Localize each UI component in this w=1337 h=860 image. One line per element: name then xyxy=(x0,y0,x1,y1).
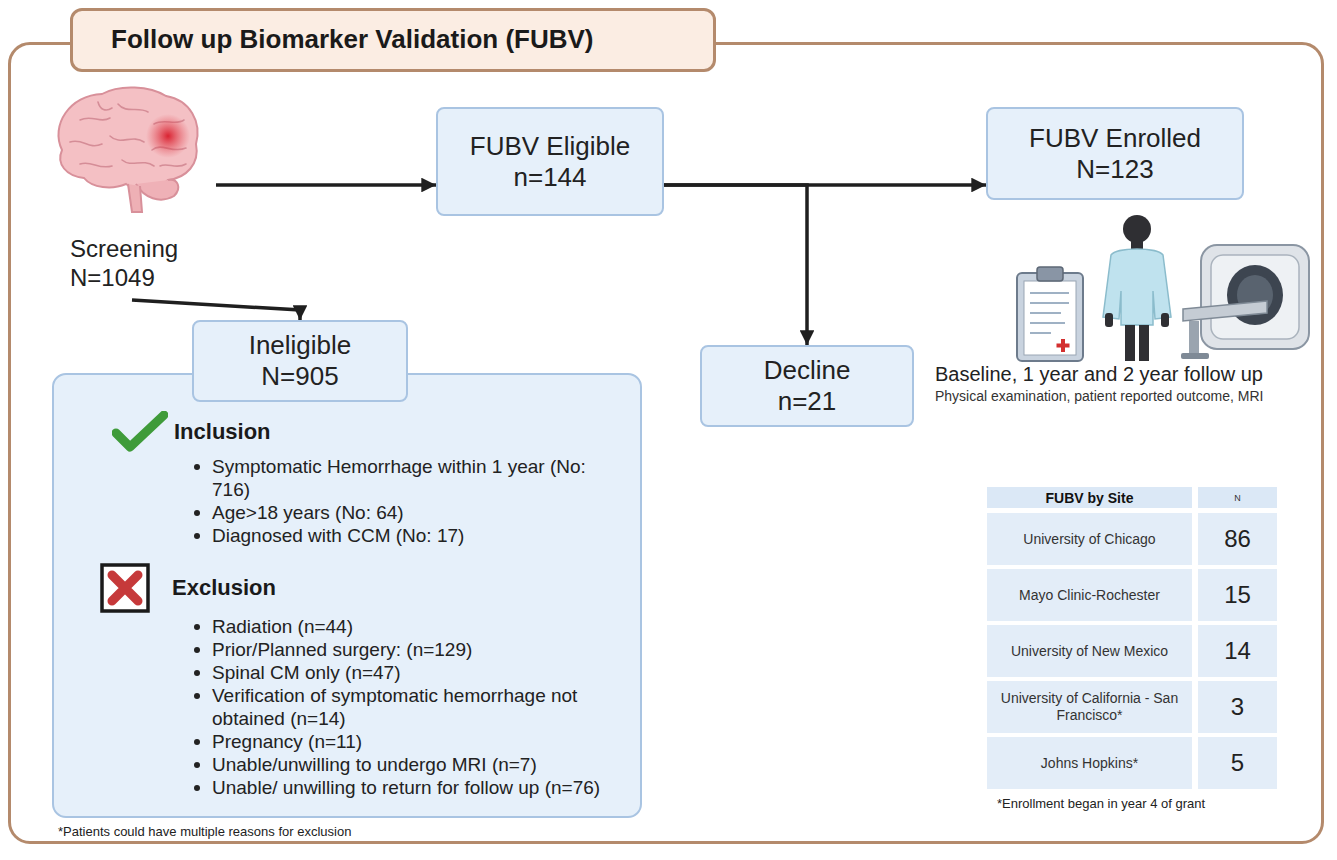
criteria-list: Radiation (n=44)Prior/Planned surgery: (… xyxy=(186,615,620,799)
site-name-cell: University of New Mexico xyxy=(987,625,1192,677)
criteria-item: Prior/Planned surgery: (n=129) xyxy=(186,638,620,661)
criteria-text: Spinal CM only (n=47) xyxy=(212,662,401,683)
criteria-text: Unable/unwilling to undergo MRI (n=7) xyxy=(212,754,537,775)
bullet xyxy=(194,464,200,470)
bullet xyxy=(194,739,200,745)
check-icon xyxy=(112,411,168,453)
count-cell: 86 xyxy=(1198,513,1277,565)
site-name-cell: University of Chicago xyxy=(987,513,1192,565)
criteria-item: Verification of symptomatic hemorrhage n… xyxy=(186,684,620,730)
site-name-cell: University of California - San Francisco… xyxy=(987,681,1192,733)
criteria-text: Pregnancy (n=11) xyxy=(212,731,362,752)
section-heading: Inclusion xyxy=(174,419,271,445)
criteria-item: Spinal CM only (n=47) xyxy=(186,661,620,684)
criteria-item: Unable/ unwilling to return for follow u… xyxy=(186,776,620,799)
bullet xyxy=(194,670,200,676)
table-header: N xyxy=(1198,487,1277,508)
process-box: Decline n=21 xyxy=(700,345,914,427)
criteria-text: Verification of symptomatic hemorrhage n… xyxy=(212,685,577,729)
illustration-caption: Physical examination, patient reported o… xyxy=(935,388,1263,404)
count-cell: 14 xyxy=(1198,625,1277,677)
criteria-item: Symptomatic Hemorrhage within 1 year (No… xyxy=(186,455,620,501)
footnote: *Enrollment began in year 4 of grant xyxy=(997,796,1205,811)
footnote: *Patients could have multiple reasons fo… xyxy=(58,824,351,839)
criteria-text: Radiation (n=44) xyxy=(212,616,353,637)
criteria-text: Unable/ unwilling to return for follow u… xyxy=(212,777,600,798)
table-header: FUBV by Site xyxy=(987,487,1192,508)
brain-illustration xyxy=(40,80,210,220)
node-label: Decline n=21 xyxy=(737,355,877,417)
illustration-caption: Baseline, 1 year and 2 year follow up xyxy=(935,363,1263,386)
process-box: FUBV Enrolled N=123 xyxy=(986,107,1244,200)
process-box: FUBV Eligible n=144 xyxy=(436,107,664,216)
flow-arrow xyxy=(216,183,436,187)
count-cell: 3 xyxy=(1198,681,1277,733)
site-name-cell: Mayo Clinic-Rochester xyxy=(987,569,1192,621)
section-heading-row: Exclusion xyxy=(54,563,620,613)
bullet xyxy=(194,693,200,699)
bullet xyxy=(194,762,200,768)
flow-arrow xyxy=(664,185,807,345)
criteria-text: Age>18 years (No: 64) xyxy=(212,502,404,523)
criteria-text: Prior/Planned surgery: (n=129) xyxy=(212,639,472,660)
criteria-item: Radiation (n=44) xyxy=(186,615,620,638)
count-cell: 15 xyxy=(1198,569,1277,621)
bullet xyxy=(194,533,200,539)
bullet xyxy=(194,785,200,791)
count-cell: 5 xyxy=(1198,737,1277,789)
title-tab: Follow up Biomarker Validation (FUBV) xyxy=(70,8,716,72)
node-label: Screening N=1049 xyxy=(70,234,196,292)
criteria-item: Age>18 years (No: 64) xyxy=(186,501,620,524)
bullet xyxy=(194,624,200,630)
node-label: Ineligible N=905 xyxy=(230,330,370,392)
criteria-list: Symptomatic Hemorrhage within 1 year (No… xyxy=(186,455,620,547)
site-name-cell: Johns Hopkins* xyxy=(987,737,1192,789)
criteria-text: Symptomatic Hemorrhage within 1 year (No… xyxy=(212,456,586,500)
criteria-text: Diagnosed with CCM (No: 17) xyxy=(212,525,464,546)
criteria-item: Pregnancy (n=11) xyxy=(186,730,620,753)
criteria-item: Diagnosed with CCM (No: 17) xyxy=(186,524,620,547)
bullet xyxy=(194,510,200,516)
bullet xyxy=(194,647,200,653)
criteria-item: Unable/unwilling to undergo MRI (n=7) xyxy=(186,753,620,776)
flow-arrow xyxy=(132,300,300,320)
criteria-panel: InclusionSymptomatic Hemorrhage within 1… xyxy=(52,373,642,818)
start-node: Screening N=1049 xyxy=(48,86,216,300)
title-text: Follow up Biomarker Validation (FUBV) xyxy=(111,24,594,55)
node-label: FUBV Enrolled N=123 xyxy=(1015,123,1215,185)
followup-illustration xyxy=(1005,205,1315,365)
section-heading-row: Inclusion xyxy=(54,411,620,453)
section-heading: Exclusion xyxy=(172,575,276,601)
node-label: FUBV Eligible n=144 xyxy=(450,131,650,193)
process-box: Ineligible N=905 xyxy=(192,320,408,402)
cross-icon xyxy=(100,563,150,613)
